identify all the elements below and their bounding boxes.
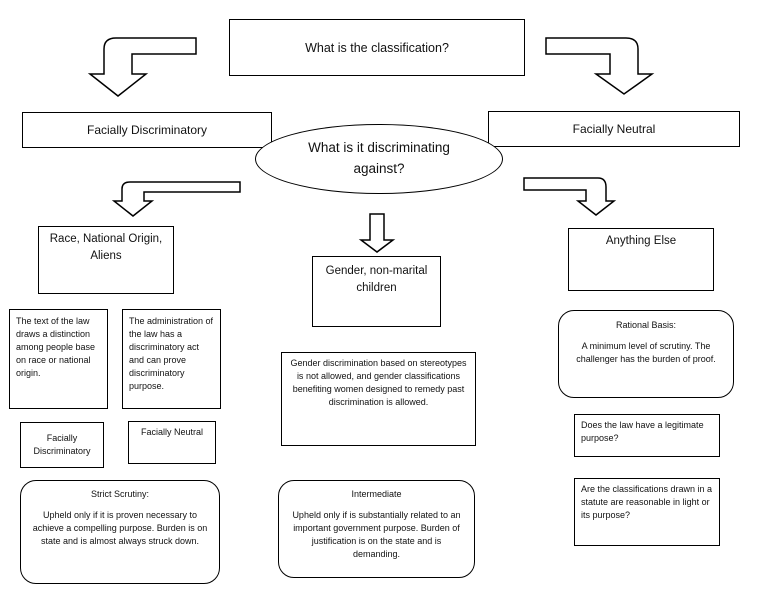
strict-scrutiny-box: Strict Scrutiny: Upheld only if it is pr…	[20, 480, 220, 584]
rational-basis-title: Rational Basis:	[615, 320, 677, 330]
discrimination-question-ellipse: What is it discriminating against?	[255, 124, 503, 194]
rational-basis-body: A minimum level of scrutiny. The challen…	[576, 341, 716, 365]
facially-discriminatory-label: Facially Discriminatory	[86, 123, 208, 137]
race-category-box: Race, National Origin, Aliens	[38, 226, 174, 294]
intermediate-scrutiny-title: Intermediate	[351, 489, 402, 499]
facially-neutral-label: Facially Neutral	[572, 122, 656, 136]
classification-question-box: What is the classification?	[229, 19, 525, 76]
anything-else-box: Anything Else	[568, 228, 714, 291]
intermediate-scrutiny-body: Upheld only if is substantially related …	[292, 510, 461, 560]
left-facially-neutral-box: Facially Neutral	[128, 421, 216, 464]
text-of-law-text: The text of the law draws a distinction …	[16, 316, 96, 379]
facially-discriminatory-box: Facially Discriminatory	[22, 112, 272, 148]
gender-category-box: Gender, non-marital children	[312, 256, 441, 327]
race-category-label: Race, National Origin, Aliens	[49, 233, 163, 262]
strict-scrutiny-body: Upheld only if it is proven necessary to…	[32, 510, 208, 547]
legitimate-purpose-text: Does the law have a legitimate purpose?	[581, 420, 704, 444]
left-facially-neutral-label: Facially Neutral	[140, 427, 204, 437]
legitimate-purpose-box: Does the law have a legitimate purpose?	[574, 414, 720, 457]
administration-box: The administration of the law has a disc…	[122, 309, 221, 409]
curved-arrow-down-left-small	[111, 181, 241, 217]
reasonable-classification-box: Are the classifications drawn in a statu…	[574, 478, 720, 546]
administration-text: The administration of the law has a disc…	[129, 316, 214, 392]
gender-description-text: Gender discrimination based on stereotyp…	[290, 358, 467, 408]
left-facially-discriminatory-label: Facially Discriminatory	[33, 432, 91, 456]
straight-arrow-down	[358, 213, 396, 253]
gender-category-label: Gender, non-marital children	[325, 265, 428, 294]
curved-arrow-down-right-small	[523, 177, 617, 216]
rational-basis-box: Rational Basis: A minimum level of scrut…	[558, 310, 734, 398]
curved-arrow-down-right	[545, 37, 655, 95]
classification-question: What is the classification?	[305, 40, 449, 55]
reasonable-classification-text: Are the classifications drawn in a statu…	[581, 484, 713, 521]
strict-scrutiny-title: Strict Scrutiny:	[90, 489, 149, 499]
facially-neutral-box: Facially Neutral	[488, 111, 740, 147]
intermediate-scrutiny-box: Intermediate Upheld only if is substanti…	[278, 480, 475, 578]
gender-description-box: Gender discrimination based on stereotyp…	[281, 352, 476, 446]
discrimination-question: What is it discriminating against?	[308, 140, 450, 176]
anything-else-label: Anything Else	[605, 235, 677, 247]
left-facially-discriminatory-box: Facially Discriminatory	[20, 422, 104, 468]
curved-arrow-down-left	[87, 37, 197, 97]
text-of-law-box: The text of the law draws a distinction …	[9, 309, 108, 409]
